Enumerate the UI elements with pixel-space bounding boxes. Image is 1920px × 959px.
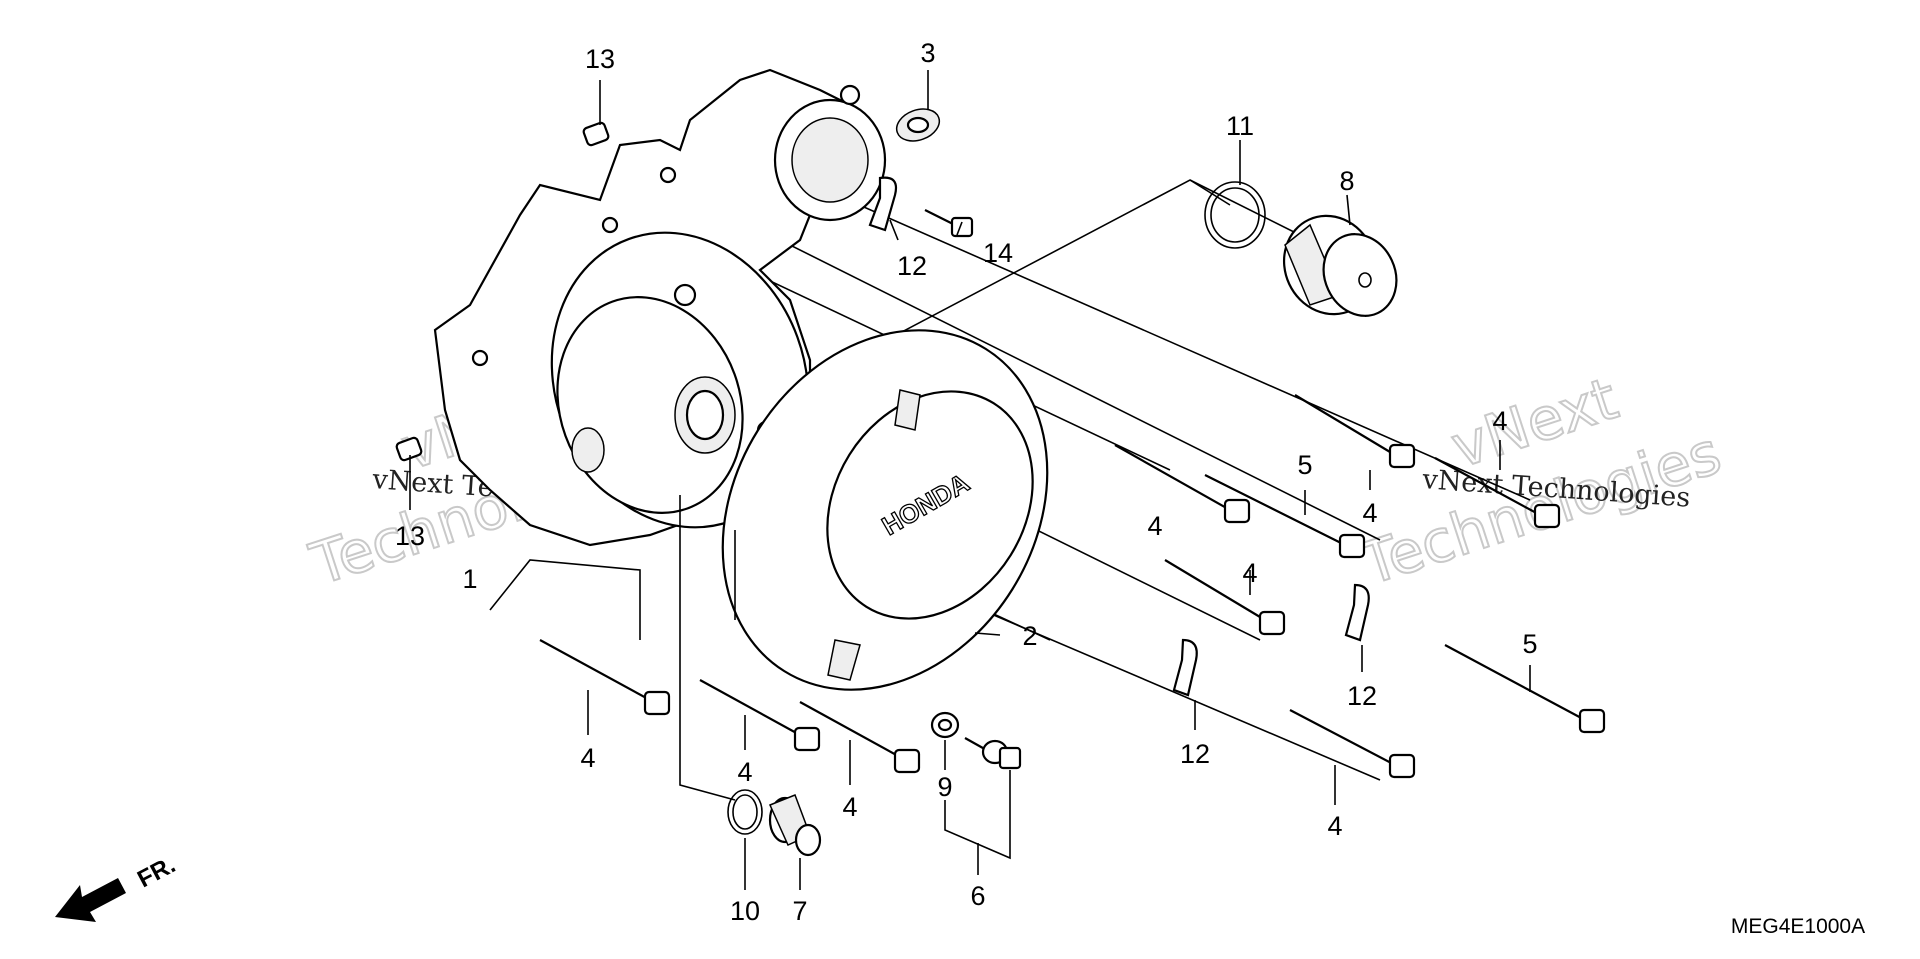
o-ring xyxy=(1204,181,1266,249)
flange-bolt xyxy=(1294,394,1416,469)
callout-2: 2 xyxy=(1022,621,1037,651)
sealing-washer xyxy=(930,711,960,739)
callout-4: 4 xyxy=(1242,558,1257,588)
callout-11: 11 xyxy=(1226,111,1254,141)
callout-4: 4 xyxy=(1492,406,1507,436)
callout-5: 5 xyxy=(1297,450,1312,480)
bolt-small xyxy=(924,209,974,238)
clutch-cover: HONDA xyxy=(721,329,1049,691)
clamp xyxy=(1344,583,1370,642)
flange-bolt xyxy=(1434,457,1561,529)
flange-bolt xyxy=(1289,709,1416,779)
watermark-right: vNext Technologies vNext Technologies xyxy=(1351,363,1729,599)
callout-1: 1 xyxy=(462,564,477,594)
callouts: 13 3 11 8 12 14 4 5 4 13 1 4 2 4 5 12 4 … xyxy=(395,38,1538,926)
callout-9: 9 xyxy=(937,772,952,802)
flange-bolt xyxy=(1444,644,1606,734)
callout-6: 6 xyxy=(970,881,985,911)
bolt-with-seal xyxy=(964,737,1022,770)
callout-4: 4 xyxy=(580,743,595,773)
callout-4: 4 xyxy=(1362,498,1377,528)
flange-bolt xyxy=(1164,559,1286,636)
drain-plug xyxy=(768,794,822,857)
flange-bolt xyxy=(1204,474,1366,559)
flange-bolt xyxy=(539,639,671,716)
callout-13: 13 xyxy=(395,521,425,551)
flange-bolt xyxy=(799,701,921,774)
callout-14: 14 xyxy=(983,238,1013,268)
callout-7: 7 xyxy=(792,896,807,926)
callout-3: 3 xyxy=(920,38,935,68)
dowel-pin xyxy=(395,436,423,462)
leader-lines xyxy=(409,70,1531,890)
front-arrow-icon xyxy=(55,878,126,922)
callout-4: 4 xyxy=(1147,511,1162,541)
callout-12: 12 xyxy=(1347,681,1377,711)
flange-bolt xyxy=(1114,444,1251,524)
drain-washer xyxy=(727,789,763,835)
callout-4: 4 xyxy=(842,792,857,822)
callout-10: 10 xyxy=(730,896,760,926)
callout-4: 4 xyxy=(737,757,752,787)
callout-8: 8 xyxy=(1339,166,1354,196)
clamp xyxy=(868,176,898,232)
callout-4: 4 xyxy=(1327,811,1342,841)
flange-bolt xyxy=(699,679,821,752)
front-label: FR. xyxy=(133,851,180,893)
callout-5: 5 xyxy=(1522,629,1537,659)
callout-13: 13 xyxy=(585,44,615,74)
clamp xyxy=(1172,638,1198,697)
dowel-pin xyxy=(582,121,610,147)
callout-12: 12 xyxy=(897,251,927,281)
front-direction-marker: FR. xyxy=(55,851,180,922)
cap xyxy=(1282,214,1398,317)
drawing-code: MEG4E1000A xyxy=(1731,915,1865,938)
callout-12: 12 xyxy=(1180,739,1210,769)
grommet xyxy=(895,108,941,142)
